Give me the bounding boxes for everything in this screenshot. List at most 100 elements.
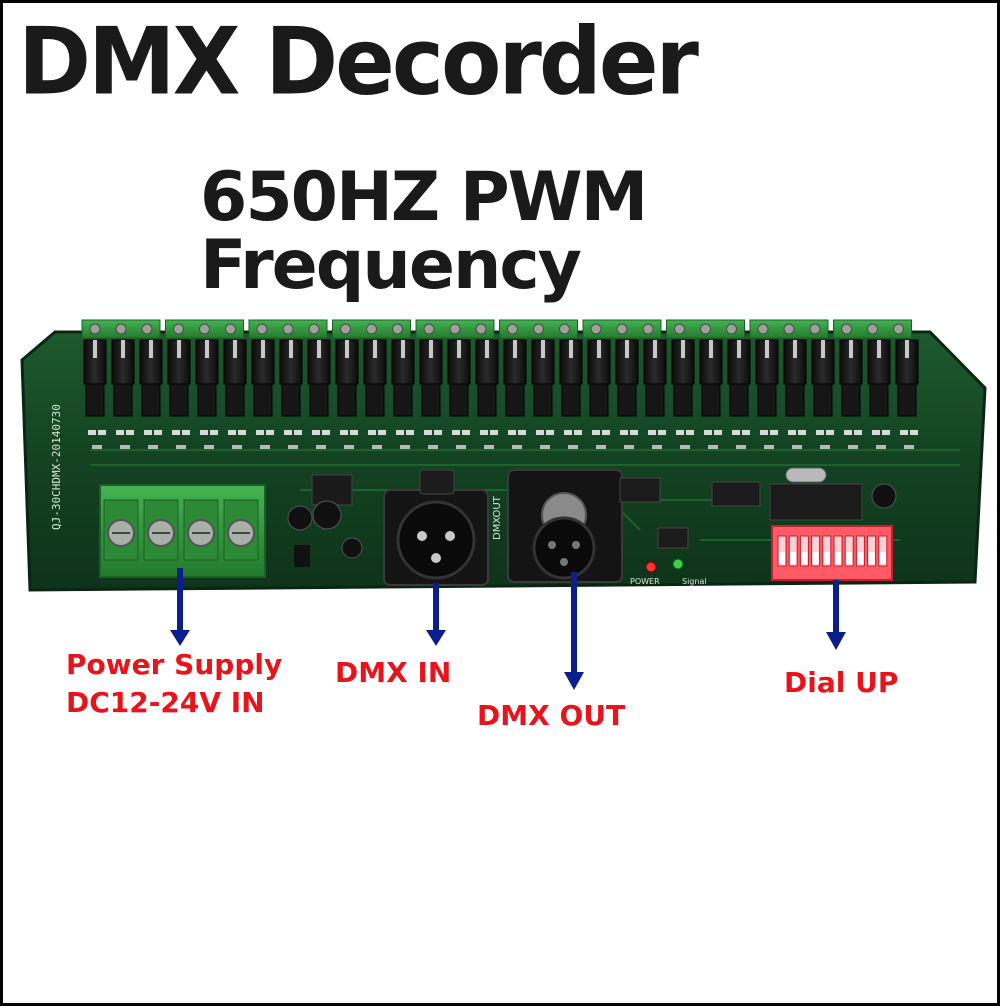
mosfet-body bbox=[841, 383, 861, 417]
smd-resistor bbox=[574, 430, 582, 435]
smd-resistor bbox=[764, 445, 774, 449]
dip-lever bbox=[811, 535, 821, 567]
smd-resistor bbox=[792, 445, 802, 449]
ic-chip bbox=[711, 481, 761, 507]
screw-icon bbox=[642, 323, 654, 335]
smd-resistor bbox=[788, 430, 796, 435]
smd-resistor bbox=[708, 445, 718, 449]
smd-resistor bbox=[798, 430, 806, 435]
smd-resistor bbox=[400, 445, 410, 449]
screw-icon bbox=[199, 323, 210, 335]
dip-lever-knob bbox=[857, 552, 864, 564]
mosfet-tab bbox=[429, 340, 433, 358]
mosfet-tab bbox=[261, 340, 265, 358]
mosfet-tab bbox=[121, 340, 125, 358]
ic-chip bbox=[619, 477, 661, 503]
mosfet-tab bbox=[709, 340, 713, 358]
screw-icon bbox=[282, 323, 294, 335]
board-id-silkscreen: QJ-30CHDMX-20140730 bbox=[50, 404, 63, 530]
mosfet-tab bbox=[177, 340, 181, 358]
smd-resistor bbox=[378, 430, 386, 435]
capacitor bbox=[341, 537, 363, 559]
smd-resistor bbox=[904, 445, 914, 449]
mosfet-body bbox=[141, 383, 161, 417]
dmx-decoder-board-photo: QJ-30CHDMX-20140730 DMXOUT POWER Signal bbox=[20, 319, 987, 690]
screw-icon bbox=[674, 323, 685, 335]
dmx-out-label: DMX OUT bbox=[477, 699, 626, 732]
smd-resistor bbox=[490, 430, 498, 435]
dip-lever bbox=[788, 535, 798, 567]
smd-resistor bbox=[126, 430, 134, 435]
microcontroller-chip bbox=[769, 483, 863, 521]
mosfet-tab bbox=[457, 340, 461, 358]
mosfet-tab bbox=[149, 340, 153, 358]
dip-lever-knob bbox=[846, 552, 853, 564]
smd-resistor bbox=[540, 445, 550, 449]
smd-resistor bbox=[630, 430, 638, 435]
crystal-oscillator bbox=[785, 467, 827, 483]
smd-resistor bbox=[686, 430, 694, 435]
mosfet-body bbox=[505, 383, 525, 417]
mosfet-body bbox=[337, 383, 357, 417]
smd-resistor bbox=[518, 430, 526, 435]
smd-resistor-row bbox=[88, 430, 918, 449]
mosfet-body bbox=[561, 383, 581, 417]
capacitor bbox=[287, 505, 313, 531]
screw-icon bbox=[423, 323, 435, 335]
capacitor bbox=[312, 500, 342, 530]
dmx-out-connector: DMXOUT bbox=[492, 469, 623, 583]
dip-lever-knob bbox=[868, 552, 875, 564]
power-led-label: POWER bbox=[630, 577, 660, 586]
mosfet-tab bbox=[877, 340, 881, 358]
smd-resistor bbox=[480, 430, 488, 435]
mosfet-row bbox=[83, 339, 919, 417]
screw-icon bbox=[507, 323, 518, 335]
smd-resistor bbox=[676, 430, 684, 435]
screw-icon bbox=[225, 323, 236, 335]
smd-resistor bbox=[512, 445, 522, 449]
mosfet-body bbox=[449, 383, 469, 417]
dip-lever-knob bbox=[879, 552, 886, 564]
smd-resistor bbox=[658, 430, 666, 435]
arrow-dmx-in bbox=[426, 583, 446, 646]
dip-lever bbox=[833, 535, 843, 567]
power-led-icon bbox=[645, 561, 657, 573]
screw-icon bbox=[340, 323, 351, 335]
mosfet-tab bbox=[793, 340, 797, 358]
smd-resistor bbox=[820, 445, 830, 449]
mosfet-body bbox=[813, 383, 833, 417]
mosfet-tab bbox=[653, 340, 657, 358]
smd-resistor bbox=[232, 445, 242, 449]
arrow-power bbox=[170, 568, 190, 646]
smd-resistor bbox=[144, 430, 152, 435]
screw-icon bbox=[449, 323, 461, 335]
smd-resistor bbox=[256, 430, 264, 435]
smd-resistor bbox=[848, 445, 858, 449]
screw-icon bbox=[700, 323, 711, 335]
mosfet-tab bbox=[233, 340, 237, 358]
mosfet-tab bbox=[849, 340, 853, 358]
mosfet-tab bbox=[625, 340, 629, 358]
mosfet-body bbox=[393, 383, 413, 417]
capacitor bbox=[871, 483, 897, 509]
smd-resistor bbox=[484, 445, 494, 449]
smd-resistor bbox=[312, 430, 320, 435]
smd-resistor bbox=[284, 430, 292, 435]
smd-resistor bbox=[434, 430, 442, 435]
smd-resistor bbox=[92, 445, 102, 449]
mosfet-tab bbox=[513, 340, 517, 358]
smd-resistor bbox=[288, 445, 298, 449]
mosfet-tab bbox=[821, 340, 825, 358]
screw-icon bbox=[173, 323, 184, 335]
smd-resistor bbox=[372, 445, 382, 449]
smd-resistor bbox=[508, 430, 516, 435]
mosfet-tab bbox=[345, 340, 349, 358]
smd-resistor bbox=[228, 430, 236, 435]
smd-resistor bbox=[98, 430, 106, 435]
screw-icon bbox=[141, 323, 153, 335]
product-title: DMX Decorder bbox=[18, 7, 699, 116]
dmx-out-silkscreen: DMXOUT bbox=[492, 495, 503, 540]
smd-resistor bbox=[736, 445, 746, 449]
screw-icon bbox=[590, 323, 602, 335]
